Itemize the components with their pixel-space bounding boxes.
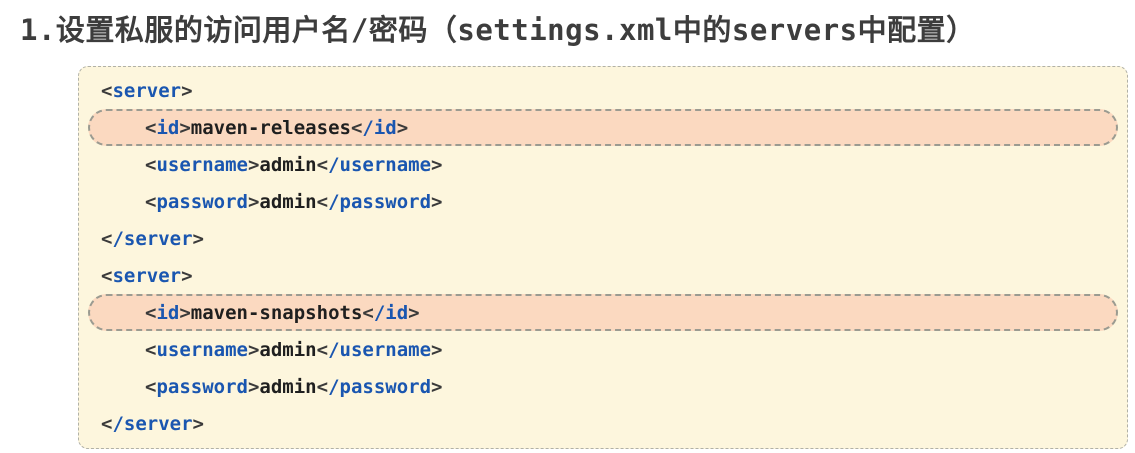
code-token-tag: /server: [112, 227, 193, 250]
code-token-bracket: <: [316, 375, 329, 398]
code-token-bracket: <: [145, 375, 157, 398]
code-token-tag: username: [156, 338, 248, 361]
code-token-bracket: <: [145, 116, 157, 139]
code-token-bracket: >: [431, 153, 443, 176]
code-token-bracket: >: [408, 301, 420, 324]
code-token-bracket: <: [350, 116, 363, 139]
code-line: <server>: [79, 72, 1127, 109]
code-line-highlighted: <id>maven-releases</id>: [88, 109, 1118, 146]
page-title: 1.设置私服的访问用户名/密码（settings.xml中的servers中配置…: [20, 13, 976, 47]
code-token-bracket: >: [396, 116, 409, 139]
code-line-highlighted: <id>maven-snapshots</id>: [88, 294, 1118, 331]
code-line: <server>: [79, 257, 1127, 294]
code-line: <password>admin</password>: [79, 368, 1127, 405]
code-token-tag: password: [156, 190, 248, 213]
code-token-tag: username: [156, 153, 248, 176]
code-line: </server>: [79, 405, 1127, 442]
code-token-bracket: >: [247, 338, 260, 361]
code-token-text: admin: [259, 338, 317, 361]
code-token-bracket: <: [145, 301, 157, 324]
code-token-bracket: <: [101, 227, 113, 250]
code-token-bracket: <: [316, 153, 329, 176]
code-token-bracket: <: [101, 412, 113, 435]
code-token-text: admin: [259, 190, 317, 213]
document-page: 1.设置私服的访问用户名/密码（settings.xml中的servers中配置…: [0, 8, 1135, 449]
code-token-bracket: <: [145, 338, 157, 361]
code-token-bracket: >: [431, 190, 443, 213]
code-line: <password>admin</password>: [79, 183, 1127, 220]
code-token-bracket: <: [145, 153, 157, 176]
code-token-bracket: >: [247, 190, 260, 213]
code-token-bracket: <: [316, 338, 329, 361]
code-token-tag: server: [112, 79, 182, 102]
code-token-bracket: >: [431, 375, 443, 398]
code-token-bracket: >: [179, 116, 191, 139]
code-token-bracket: <: [101, 264, 113, 287]
code-token-bracket: <: [316, 190, 329, 213]
code-token-tag: password: [156, 375, 248, 398]
code-line: </server>: [79, 220, 1127, 257]
code-token-bracket: <: [362, 301, 374, 324]
code-token-text: admin: [259, 153, 317, 176]
code-token-tag: /username: [328, 338, 432, 361]
code-token-tag: /id: [373, 301, 409, 324]
code-token-bracket: >: [181, 264, 193, 287]
code-token-tag: /password: [328, 375, 432, 398]
code-block: <server><id>maven-releases</id><username…: [78, 66, 1128, 449]
code-token-bracket: >: [192, 227, 204, 250]
code-token-tag: /username: [328, 153, 432, 176]
code-token-bracket: >: [247, 375, 260, 398]
code-token-tag: id: [156, 301, 180, 324]
code-line: <username>admin</username>: [79, 331, 1127, 368]
code-token-bracket: >: [192, 412, 204, 435]
code-token-bracket: >: [247, 153, 260, 176]
code-line: <username>admin</username>: [79, 146, 1127, 183]
code-token-tag: /password: [328, 190, 432, 213]
code-token-tag: server: [112, 264, 182, 287]
code-token-bracket: >: [179, 301, 191, 324]
code-token-tag: /server: [112, 412, 193, 435]
code-token-text: admin: [259, 375, 317, 398]
code-token-bracket: <: [145, 190, 157, 213]
code-token-bracket: >: [431, 338, 443, 361]
code-token-tag: /id: [362, 116, 397, 139]
code-token-bracket: >: [181, 79, 193, 102]
code-token-text: maven-snapshots: [190, 301, 363, 324]
code-token-text: maven-releases: [190, 116, 351, 139]
code-token-tag: id: [156, 116, 180, 139]
code-token-bracket: <: [101, 79, 113, 102]
